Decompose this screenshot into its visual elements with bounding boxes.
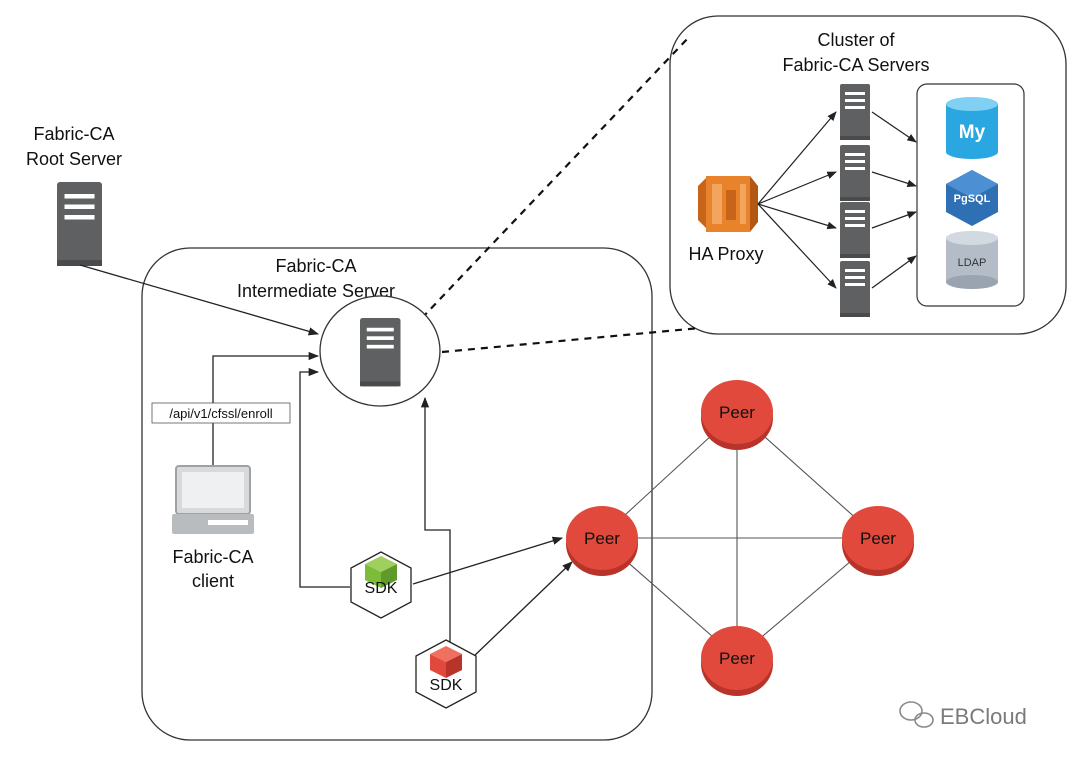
- cluster-label-line1: Cluster of: [817, 30, 895, 50]
- peer-label-bottom: Peer: [719, 649, 755, 668]
- database-group-box: [916, 83, 1025, 307]
- ldap-label: LDAP: [958, 257, 987, 269]
- server-to-db-arrows: [871, 111, 917, 289]
- intermediate-label-line1: Fabric-CA: [275, 256, 356, 276]
- intermediate-domain-box: [141, 247, 653, 741]
- watermark-text: EBCloud: [940, 704, 1027, 729]
- haproxy-icon: [698, 176, 758, 232]
- wechat-icon: [899, 701, 934, 728]
- haproxy-fanout-arrows: [757, 111, 837, 289]
- cluster-server-2-icon: [840, 145, 870, 201]
- peer-label-left: Peer: [584, 529, 620, 548]
- client-to-intermediate-connector: [212, 351, 320, 470]
- peer-node-bottom: Peer: [701, 626, 773, 696]
- mysql-icon: [946, 97, 998, 159]
- root-server-icon: [57, 182, 102, 266]
- peer-node-left: Peer: [566, 506, 638, 576]
- api-endpoint-box: [151, 402, 291, 424]
- peer-label-right: Peer: [860, 529, 896, 548]
- zoom-line-bottom: [441, 326, 701, 354]
- sdk1-to-peer-arrow: [412, 536, 563, 585]
- cluster-box: [669, 15, 1067, 335]
- api-endpoint-label: /api/v1/cfssl/enroll: [169, 406, 272, 421]
- peer-label-top: Peer: [719, 403, 755, 422]
- ldap-icon: [946, 231, 998, 289]
- client-laptop-icon: [172, 465, 254, 534]
- root-label-line1: Fabric-CA: [33, 124, 114, 144]
- intermediate-label-line2: Intermediate Server: [237, 281, 395, 301]
- peer-node-top: Peer: [701, 380, 773, 450]
- cluster-server-3-icon: [840, 202, 870, 258]
- sdk2-label: SDK: [430, 677, 463, 694]
- peer-node-right: Peer: [842, 506, 914, 576]
- client-label-line1: Fabric-CA: [172, 547, 253, 567]
- sdk1-icon: [350, 551, 412, 619]
- client-label-line2: client: [192, 571, 234, 591]
- intermediate-server-icon: [360, 318, 401, 387]
- root-to-intermediate-arrow: [79, 264, 319, 336]
- pgsql-icon: [946, 170, 998, 226]
- sdk2-to-peer-arrow: [471, 561, 573, 659]
- zoom-line-top: [421, 35, 691, 319]
- cluster-label-line2: Fabric-CA Servers: [782, 55, 929, 75]
- root-label-line2: Root Server: [26, 149, 122, 169]
- haproxy-label: HA Proxy: [688, 244, 763, 264]
- cluster-server-4-icon: [840, 261, 870, 317]
- pgsql-label: PgSQL: [954, 193, 991, 205]
- sdk2-icon: [415, 639, 477, 709]
- mysql-label: My: [959, 122, 986, 143]
- sdk1-to-intermediate-connector: [299, 367, 350, 588]
- sdk1-label: SDK: [365, 580, 398, 597]
- sdk2-to-intermediate-connector: [420, 396, 451, 648]
- cluster-server-1-icon: [840, 84, 870, 140]
